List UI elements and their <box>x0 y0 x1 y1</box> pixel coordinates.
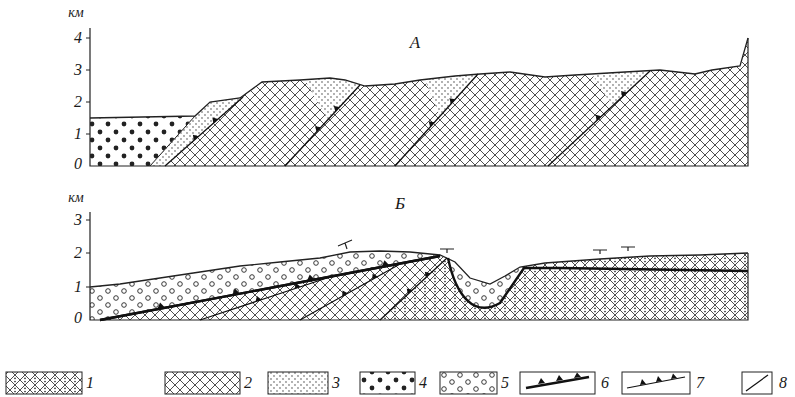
legend-number: 5 <box>501 375 509 391</box>
fine-dot-unit <box>150 97 243 166</box>
swatch-2 <box>165 372 240 394</box>
axis-tick-label: 2 <box>74 245 82 261</box>
legend-number: 3 <box>332 375 340 391</box>
swatch-7 <box>622 372 690 394</box>
legend-swatches <box>6 372 772 394</box>
thrust-tooth <box>232 289 240 296</box>
thrust-line <box>100 256 440 320</box>
swatch-4 <box>360 372 415 394</box>
thin-thrust-sample <box>627 377 685 388</box>
thrust-tooth <box>212 117 218 123</box>
thrust-tooth <box>596 115 602 121</box>
thrust-tooth <box>449 98 455 104</box>
thrust-tooth <box>621 91 627 97</box>
thrust-line <box>395 74 478 166</box>
thrust-tooth <box>157 303 165 310</box>
thrust-tooth <box>334 106 340 112</box>
axis-tick-label: 0 <box>74 310 82 326</box>
legend-number: 6 <box>601 375 609 391</box>
thrust-tooth <box>315 126 321 132</box>
thrust-tooth <box>382 260 390 267</box>
conglomerate-unit <box>90 251 440 320</box>
legend-number: 1 <box>86 375 94 391</box>
thrust-tooth <box>342 290 348 296</box>
thrust-tooth <box>294 283 300 289</box>
legend-number: 7 <box>696 375 704 391</box>
axis-tick-label: 0 <box>74 156 82 172</box>
axis <box>86 212 748 320</box>
thrust-line <box>165 97 243 166</box>
fine-dot-unit <box>592 71 650 106</box>
main-thrust <box>100 256 440 320</box>
fine-dot-unit <box>305 78 360 120</box>
thrust-tooth <box>407 288 413 294</box>
thrust-teeth <box>100 71 650 320</box>
section-b <box>86 212 748 320</box>
axis-unit: км <box>68 6 83 20</box>
fine-dot-unit <box>425 74 478 116</box>
axis <box>86 28 748 166</box>
section-label: Б <box>395 195 405 212</box>
swatch-6 <box>520 372 595 394</box>
crosshatch-unit <box>90 38 748 166</box>
thrust-tooth <box>429 121 435 127</box>
thrust-tooth <box>307 274 315 281</box>
axis-tick-label: 2 <box>74 94 82 110</box>
legend-number: 4 <box>419 375 427 391</box>
axis-tick-label: 1 <box>74 279 82 295</box>
thrust-line <box>380 258 447 320</box>
axis-tick-label: 1 <box>74 126 82 142</box>
section-a <box>86 28 748 166</box>
legend-number: 8 <box>779 375 787 391</box>
boundary-sample <box>746 375 768 391</box>
axis-unit: км <box>68 191 83 205</box>
thrust-tooth <box>255 296 261 302</box>
folded-thrust <box>448 258 748 308</box>
swatch-5 <box>440 372 497 394</box>
thrust-tooth <box>372 274 378 280</box>
strike-dip-symbol <box>338 240 635 254</box>
thrust-tooth <box>425 272 431 278</box>
legend-number: 2 <box>244 375 252 391</box>
thrust-line <box>548 71 650 166</box>
swatch-1 <box>6 372 82 394</box>
axis-tick-label: 3 <box>74 62 82 78</box>
thrust-line <box>285 85 360 166</box>
thrust-line <box>300 264 400 320</box>
crosshatch-unit <box>90 251 748 320</box>
thrust-tooth <box>193 135 199 141</box>
dotted-crosshatch-unit <box>380 253 748 320</box>
axis-tick-label: 3 <box>74 212 82 228</box>
section-label: А <box>410 34 420 51</box>
swatch-8 <box>742 372 772 394</box>
axis-tick-label: 4 <box>74 30 82 46</box>
swatch-3 <box>268 372 328 394</box>
